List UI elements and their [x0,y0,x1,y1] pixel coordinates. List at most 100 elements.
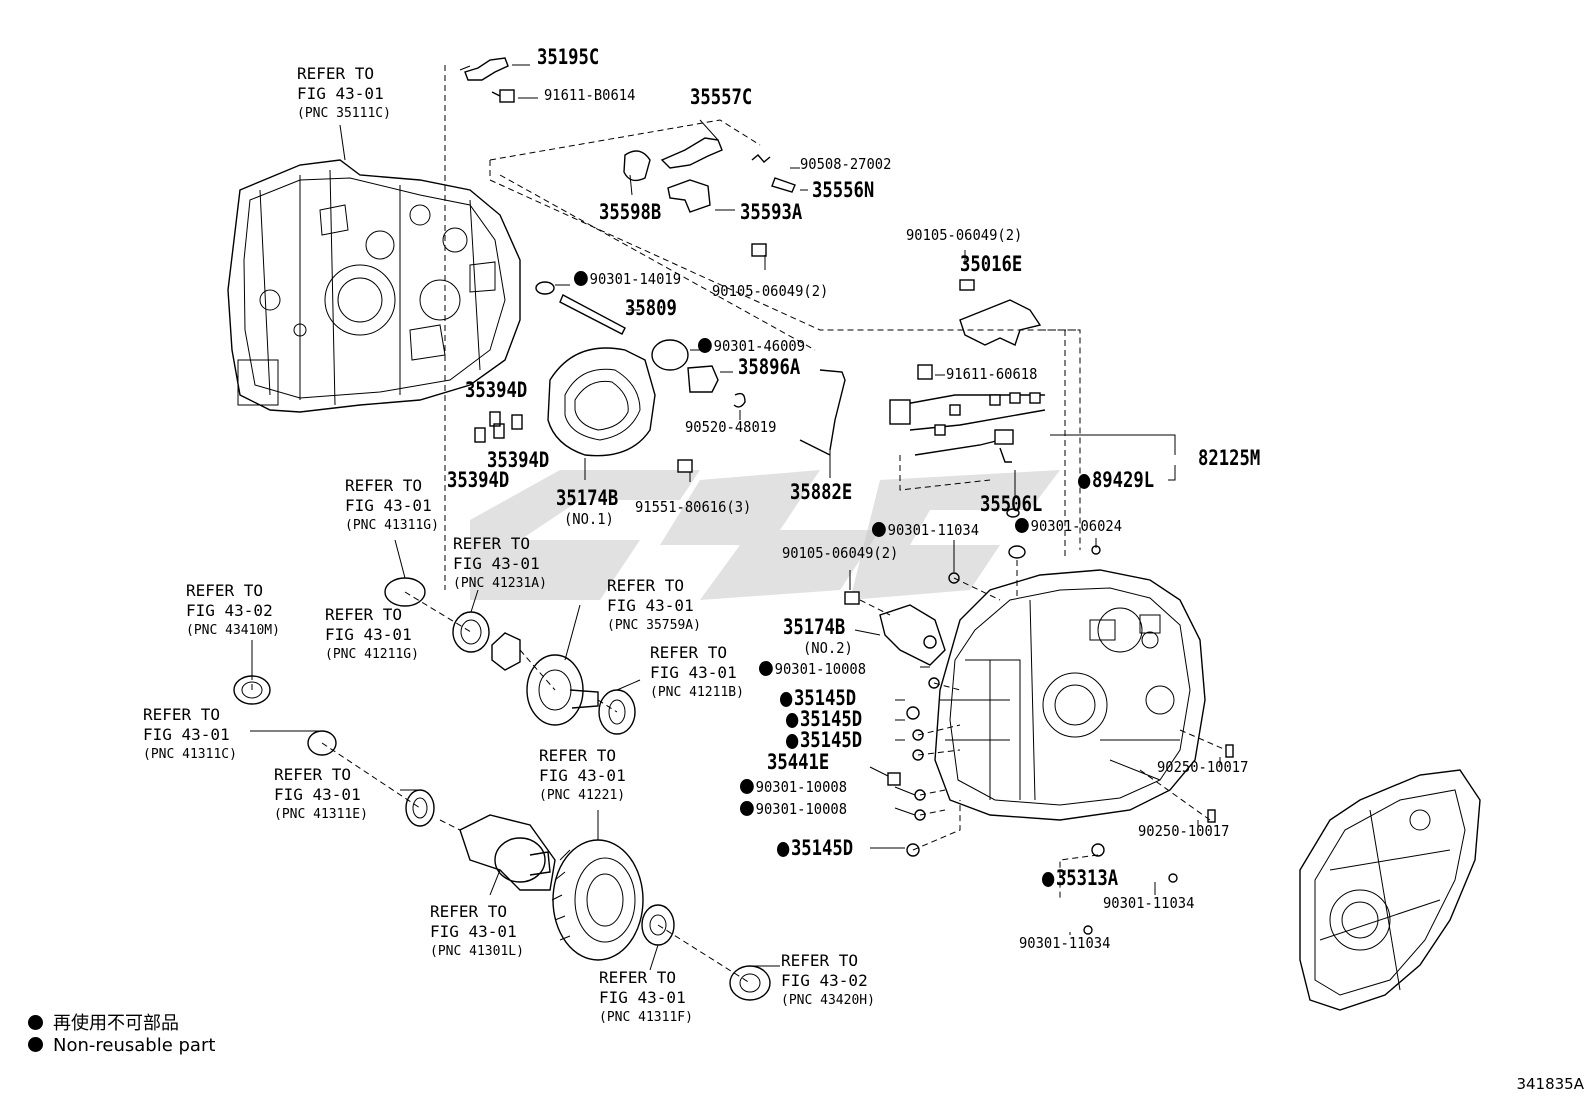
label-35195C[interactable]: 35195C [537,45,600,69]
blocks-35394D [474,411,523,443]
label-82125M[interactable]: 82125M [1198,446,1261,470]
refer-35759A[interactable]: REFER TO FIG 43-01 (PNC 35759A) [607,576,701,636]
differential-41301L [459,814,556,891]
label-90301-10008-b[interactable]: 90301-10008 [740,779,847,795]
label-35174B-no1[interactable]: 35174B [556,486,619,510]
seal-43420H [729,965,771,1001]
refer-41231A[interactable]: REFER TO FIG 43-01 (PNC 41231A) [453,534,547,594]
label-89429L[interactable]: 89429L [1078,470,1154,491]
label-91611-B0614[interactable]: 91611-B0614 [544,86,636,104]
legend-jp: 再使用不可部品 [28,1009,179,1035]
label-35556N[interactable]: 35556N [812,178,875,202]
label-90301-46009[interactable]: 90301-46009 [698,338,805,354]
oring-90301-10008-a [928,677,940,689]
refer-line: REFER TO [781,951,859,970]
refer-line: REFER TO [650,643,728,662]
label-35394D-c[interactable]: 35394D [447,468,510,492]
bolt-91611-60618 [917,364,933,380]
refer-41311G[interactable]: REFER TO FIG 43-01 (PNC 41311G) [345,476,439,536]
spring-90508 [751,154,771,163]
bearing-41211G [452,611,490,653]
label-90301-10008-c[interactable]: 90301-10008 [740,801,847,817]
label-35557C[interactable]: 35557C [690,85,753,109]
label-35593A[interactable]: 35593A [740,200,803,224]
refer-pnc: (PNC 43410M) [186,623,280,638]
label-91611-60618[interactable]: 91611-60618 [946,365,1038,383]
bolt-90105-b [959,279,975,291]
cover-35174B-no1 [547,347,656,457]
label-91551-80616[interactable]: 91551-80616(3) [635,498,752,516]
label-35016E[interactable]: 35016E [960,252,1023,276]
oring-90301-46009 [651,339,689,371]
label-90250-10017-a[interactable]: 90250-10017 [1157,758,1249,776]
label-90250-10017-b[interactable]: 90250-10017 [1138,822,1230,840]
label-35441E[interactable]: 35441E [767,750,830,774]
transaxle-case-thumbnail [1299,769,1481,1011]
label-35882E[interactable]: 35882E [790,480,853,504]
refer-pnc: (PNC 35111C) [297,106,391,121]
refer-pnc: (PNC 35759A) [607,618,701,633]
refer-line: FIG 43-01 [325,625,412,644]
refer-43410M[interactable]: REFER TO FIG 43-02 (PNC 43410M) [186,581,280,641]
label-90301-11034-b[interactable]: 90301-11034 [1103,894,1195,912]
figure-code: 341835A [1516,1075,1584,1093]
refer-pnc: (PNC 41211B) [650,685,744,700]
oring-35145D-c [912,749,924,761]
refer-35111C[interactable]: REFER TO FIG 43-01 (PNC 35111C) [297,64,391,124]
label-35145D-d[interactable]: 35145D [777,838,853,859]
label-35145D-c[interactable]: 35145D [786,730,862,751]
refer-pnc: (PNC 41311G) [345,518,439,533]
refer-pnc: (PNC 41311E) [274,807,368,822]
label-90301-06024[interactable]: 90301-06024 [1015,518,1122,534]
refer-pnc: (PNC 41311C) [143,747,237,762]
label-35394D-b[interactable]: 35394D [487,448,550,472]
label-90301-10008-a[interactable]: 90301-10008 [759,661,866,677]
gear-35759A [526,654,599,726]
refer-line: REFER TO [143,705,221,724]
label-90301-11034-c[interactable]: 90301-11034 [1019,934,1111,952]
watermark-logo [470,470,1060,600]
label-90105-06049-b[interactable]: 90105-06049(2) [906,226,1023,244]
refer-pnc: (PNC 41211G) [325,647,419,662]
label-35506L[interactable]: 35506L [980,492,1043,516]
refer-43420H[interactable]: REFER TO FIG 43-02 (PNC 43420H) [781,951,875,1011]
bolt-91611-B0614 [491,89,515,103]
label-35809[interactable]: 35809 [625,296,677,320]
refer-41211B[interactable]: REFER TO FIG 43-01 (PNC 41211B) [650,643,744,703]
refer-line: FIG 43-01 [539,766,626,785]
refer-41301L[interactable]: REFER TO FIG 43-01 (PNC 41301L) [430,902,524,962]
refer-line: REFER TO [453,534,531,553]
label-90520-48019[interactable]: 90520-48019 [685,418,777,436]
pin-35556N [771,177,796,193]
label-35174B-no2[interactable]: 35174B [783,615,846,639]
label-35598B[interactable]: 35598B [599,200,662,224]
refer-41211G[interactable]: REFER TO FIG 43-01 (PNC 41211G) [325,605,419,665]
bolt-90105-a [751,243,767,257]
label-90301-11034-a[interactable]: 90301-11034 [872,522,979,538]
legend-en: Non-reusable part [28,1035,215,1056]
refer-line: FIG 43-01 [345,496,432,515]
refer-41311E[interactable]: REFER TO FIG 43-01 (PNC 41311E) [274,765,368,825]
cam-35598B [623,150,651,182]
refer-41221[interactable]: REFER TO FIG 43-01 (PNC 41221) [539,746,626,806]
refer-line: FIG 43-01 [430,922,517,941]
refer-line: FIG 43-01 [274,785,361,804]
label-35394D-a[interactable]: 35394D [465,378,528,402]
label-35313A[interactable]: 35313A [1042,868,1118,889]
label-90105-06049-a[interactable]: 90105-06049(2) [712,282,829,300]
refer-41311F[interactable]: REFER TO FIG 43-01 (PNC 41311F) [599,968,693,1028]
label-35145D-b[interactable]: 35145D [786,709,862,730]
label-35145D-a[interactable]: 35145D [780,688,856,709]
refer-41311C[interactable]: REFER TO FIG 43-01 (PNC 41311C) [143,705,237,765]
label-90301-14019[interactable]: 90301-14019 [574,271,681,287]
label-90508-27002[interactable]: 90508-27002 [800,155,892,173]
refer-line: REFER TO [345,476,423,495]
refer-line: FIG 43-01 [599,988,686,1007]
label-35174B-no1-sub: (NO.1) [564,510,614,528]
snapring-90520 [733,392,746,408]
oring-35145D-a [906,706,920,720]
bearing-41311E [405,789,435,827]
label-90105-06049-c[interactable]: 90105-06049(2) [782,544,899,562]
label-35896A[interactable]: 35896A [738,355,801,379]
